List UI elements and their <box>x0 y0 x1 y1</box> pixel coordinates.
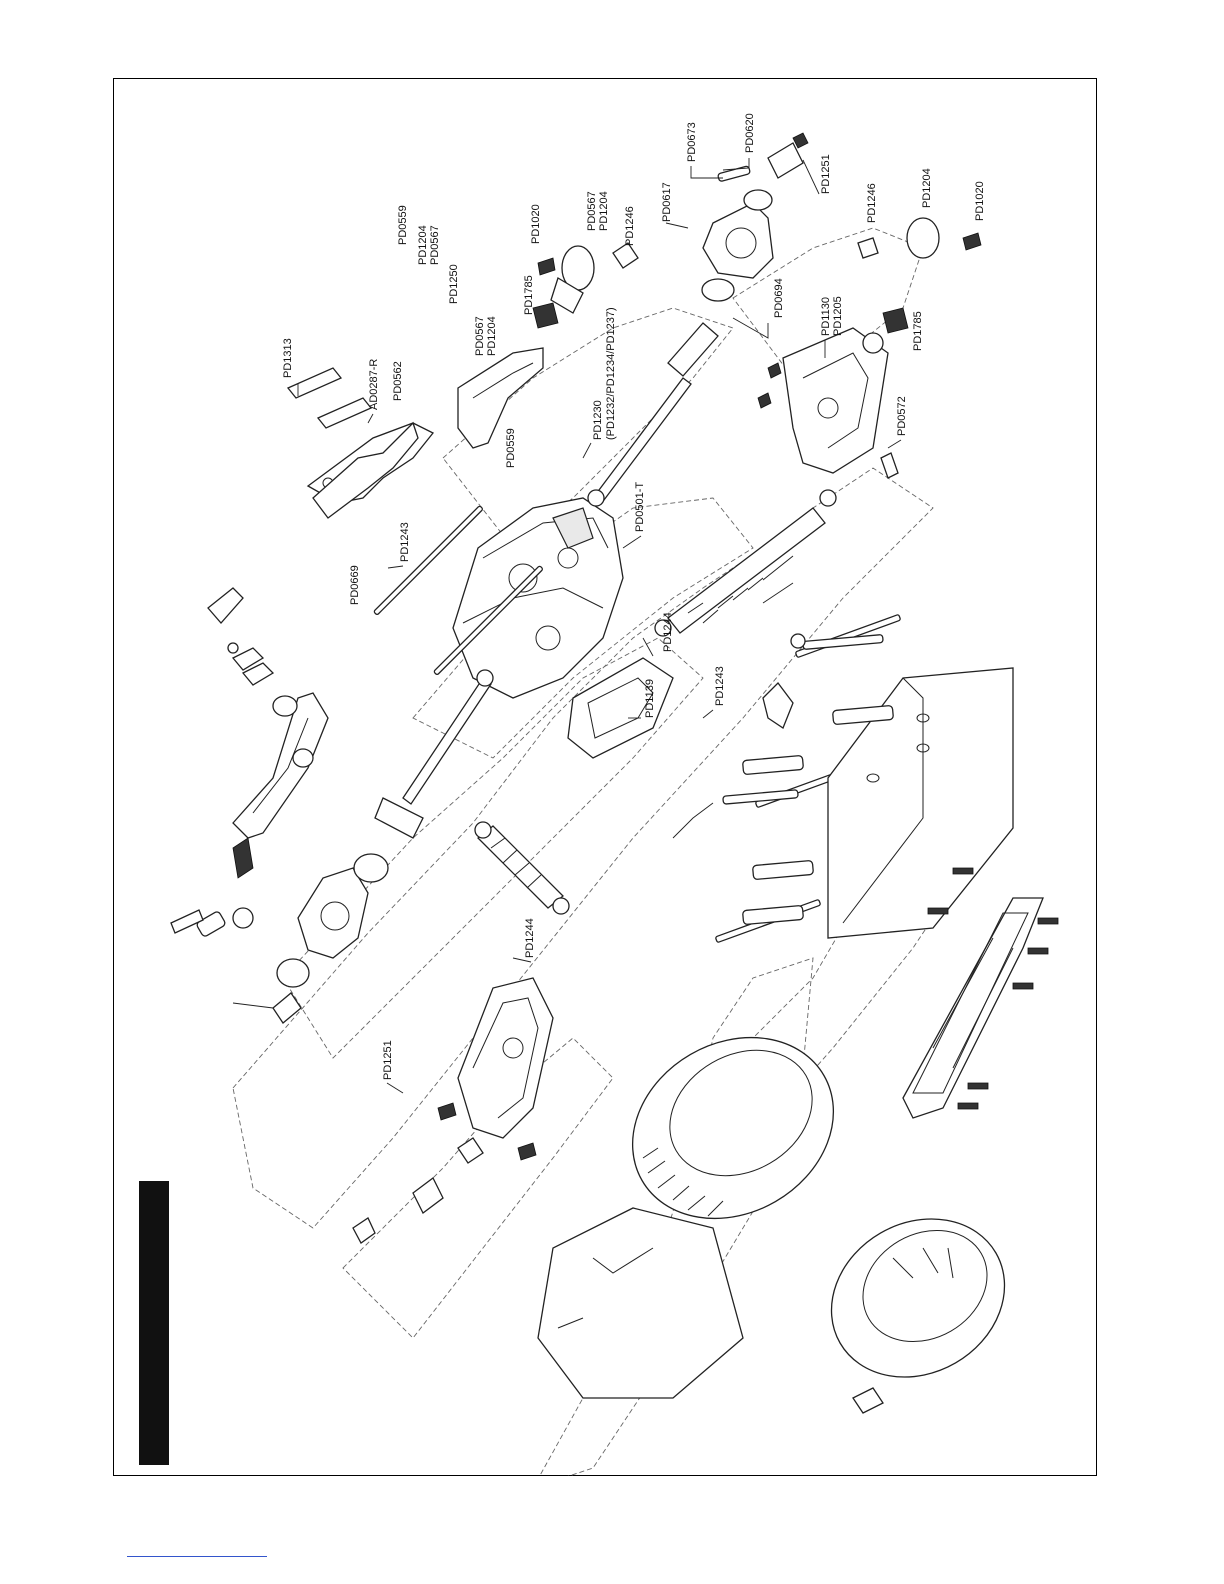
rear-wheel-rim <box>803 1188 1034 1413</box>
part-label: PD1205 <box>832 296 844 336</box>
part-label: PD1204 <box>598 191 610 231</box>
part-label: PD1250 <box>448 264 460 304</box>
part-label: PD1244 <box>524 918 536 958</box>
footer-rule <box>127 1556 267 1557</box>
rear-hub-left <box>171 854 388 1023</box>
part-label: PD0617 <box>661 182 673 222</box>
part-label: PD1313 <box>282 338 294 378</box>
part-label: PD0567 <box>586 191 598 231</box>
rear-hub-right <box>702 133 808 301</box>
part-label: PD1230 <box>592 400 604 440</box>
part-label: PD1243 <box>399 522 411 562</box>
part-label: PD1130 <box>820 297 832 336</box>
part-label: PD0559 <box>397 205 409 245</box>
part-label: PD0559 <box>505 428 517 468</box>
part-label: PD0567 <box>429 225 441 265</box>
part-label: PD0572 <box>896 396 908 436</box>
part-label: PD1139 <box>644 679 656 718</box>
part-label: PD1246 <box>624 206 636 246</box>
part-label: PD0620 <box>744 113 756 153</box>
rear-shock-right <box>655 490 836 636</box>
part-label: PD0694 <box>773 278 785 318</box>
part-label: PD0501-T <box>634 482 646 532</box>
part-label: PD1020 <box>530 204 542 244</box>
rear-hub-mount-left <box>353 978 553 1243</box>
part-label: (PD1232/PD1234/PD1237) <box>605 307 617 440</box>
rear-hub-mount-right <box>758 328 898 478</box>
part-label: PD1204 <box>486 316 498 356</box>
part-label: PD1785 <box>912 311 924 351</box>
rear-arm-right <box>458 348 543 448</box>
gearbox-housing <box>453 498 623 698</box>
part-label: PD1244 <box>662 612 674 652</box>
part-label: PD0562 <box>392 361 404 401</box>
part-label: PD1204 <box>921 168 933 208</box>
part-label: PD1785 <box>523 275 535 315</box>
part-label: PD0673 <box>686 122 698 162</box>
part-label: PD1204 <box>417 225 429 265</box>
part-label: PD1251 <box>820 154 832 194</box>
part-label: AD0287-R <box>368 359 380 410</box>
rear-skid-plate <box>568 658 673 758</box>
hinge-mount-left <box>208 588 273 685</box>
exploded-parts-diagram: PD0673 PD0620 PD1251 PD1246 PD1204 PD102… <box>113 78 1097 1476</box>
part-label: PD0669 <box>349 565 361 605</box>
part-label: PD1020 <box>974 181 986 221</box>
rear-arm-left <box>233 693 328 878</box>
part-label: PD1251 <box>382 1040 394 1080</box>
part-label: PD1243 <box>714 666 726 706</box>
part-label: PD0567 <box>474 316 486 356</box>
tire-foam-insert <box>538 1208 743 1398</box>
part-label: PD1246 <box>866 183 878 223</box>
